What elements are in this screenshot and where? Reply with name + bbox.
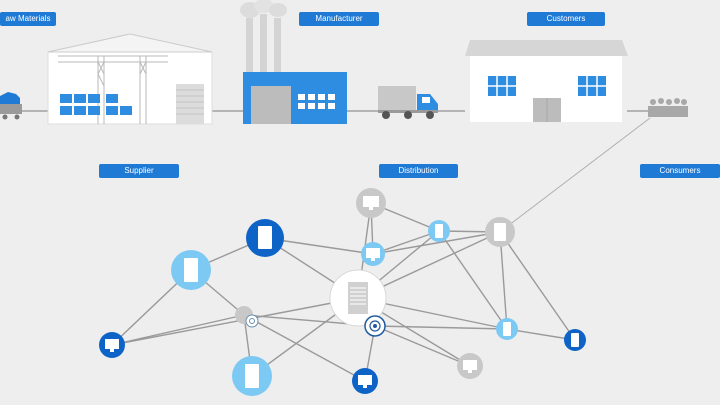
camera-icon	[369, 320, 381, 332]
factory-icon	[240, 0, 347, 124]
tablet-node-right[interactable]	[485, 217, 515, 247]
monitor-icon	[363, 196, 379, 210]
delivery-truck-icon	[378, 86, 438, 119]
raw-materials-label: aw Materials	[0, 12, 56, 26]
monitor-node-bottom[interactable]	[352, 368, 378, 394]
warehouse-icon	[47, 33, 213, 125]
monitor-icon	[366, 248, 380, 261]
phone-icon	[435, 224, 443, 238]
phone-node-top[interactable]	[428, 220, 450, 242]
phone-icon	[571, 333, 579, 347]
people-group-icon	[648, 98, 688, 117]
monitor-node-top[interactable]	[356, 188, 386, 218]
monitor-node-left[interactable]	[99, 332, 125, 358]
tablet-node-bottom[interactable]	[232, 356, 272, 396]
store-building-icon	[465, 40, 628, 122]
consumers-label: Consumers	[640, 164, 720, 178]
camera-node[interactable]	[364, 315, 386, 337]
ore-cart-icon	[0, 92, 22, 120]
monitor-node-bottom-right[interactable]	[457, 353, 483, 379]
phone-icon	[503, 322, 511, 336]
tablet-icon	[245, 364, 259, 388]
consumer-link-line	[499, 117, 651, 233]
monitor-icon	[105, 339, 119, 352]
customers-label: Customers	[527, 12, 605, 26]
tablet-icon	[494, 223, 506, 241]
tablet-node-large[interactable]	[246, 219, 284, 257]
supplier-label: Supplier	[99, 164, 179, 178]
phone-node-right[interactable]	[496, 318, 518, 340]
monitor-icon	[463, 360, 477, 373]
manufacturer-label: Manufacturer	[299, 12, 379, 26]
monitor-icon	[358, 375, 372, 388]
server-node[interactable]	[329, 269, 387, 327]
camera-icon	[245, 314, 259, 328]
tablet-node-left[interactable]	[171, 250, 211, 290]
distribution-label: Distribution	[379, 164, 458, 178]
monitor-node-center[interactable]	[361, 242, 385, 266]
tablet-icon	[184, 258, 198, 282]
server-icon	[348, 282, 368, 314]
camera-node-small[interactable]	[235, 306, 259, 328]
tablet-icon	[258, 226, 272, 249]
phone-node-far-right[interactable]	[564, 329, 586, 351]
